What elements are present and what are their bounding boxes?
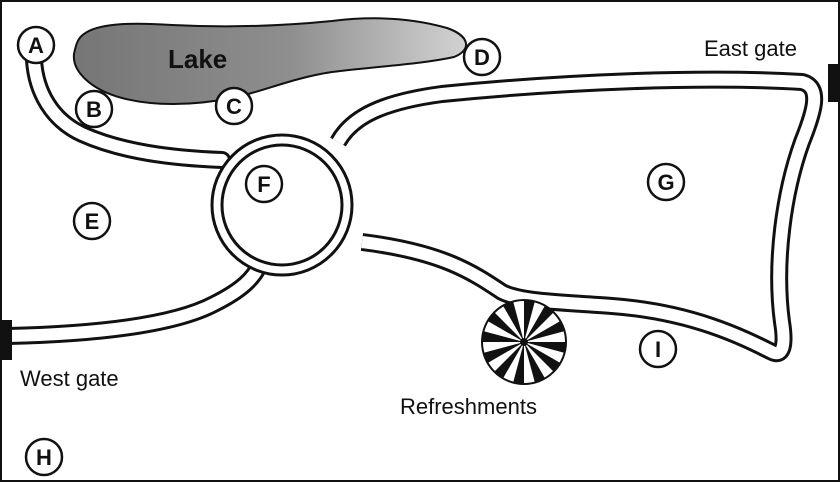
svg-text:B: B [86,97,102,122]
svg-text:I: I [655,337,661,362]
svg-text:E: E [85,209,100,234]
marker-f[interactable]: F [244,164,284,204]
refreshments-label: Refreshments [400,394,537,419]
svg-text:F: F [257,172,270,197]
svg-text:D: D [474,45,490,70]
marker-d[interactable]: D [462,37,502,77]
marker-b[interactable]: B [74,89,114,129]
refreshments-kiosk-icon [481,299,567,385]
svg-text:C: C [226,94,242,119]
svg-text:A: A [28,33,44,58]
marker-e[interactable]: E [72,201,112,241]
svg-text:H: H [36,445,52,470]
west-gate [2,320,12,360]
marker-i[interactable]: I [638,329,678,369]
west-gate-label: West gate [20,366,119,391]
east-gate-label: East gate [704,36,797,61]
svg-text:G: G [657,170,674,195]
marker-c[interactable]: C [214,86,254,126]
marker-h[interactable]: H [24,437,64,477]
lake-label: Lake [168,44,227,74]
east-gate [828,64,838,102]
lake [72,17,467,105]
marker-g[interactable]: G [646,162,686,202]
marker-a[interactable]: A [16,25,56,65]
path-east-loop [330,70,824,363]
